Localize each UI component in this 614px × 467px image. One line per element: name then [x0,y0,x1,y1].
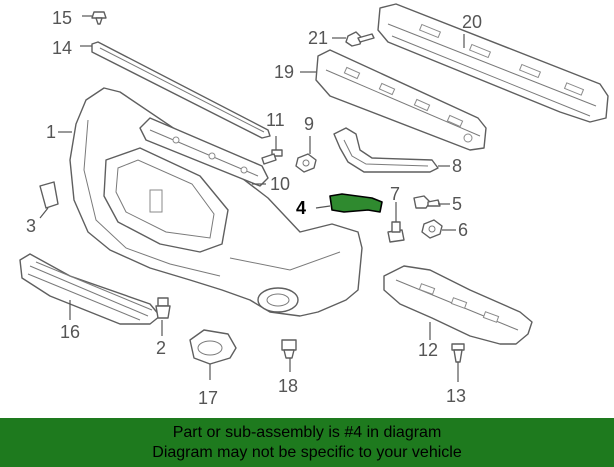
part-21-bolt [345,31,375,47]
info-banner: Part or sub-assembly is #4 in diagram Di… [0,418,614,467]
banner-line-2: Diagram may not be specific to your vehi… [152,444,462,461]
part-5-bolt [413,195,441,209]
callout-3: 3 [26,216,36,236]
callout-13: 13 [446,386,466,406]
callout-21: 21 [308,28,328,48]
part-18-clip [281,339,297,359]
part-16-grille [19,253,161,325]
part-3-cap [39,181,59,209]
part-10-bracket [139,117,269,187]
part-14-strip [91,41,271,139]
banner-line-1: Part or sub-assembly is #4 in diagram [172,424,442,441]
part-13-clip [451,343,465,363]
part-6-nut [421,219,443,239]
callout-7: 7 [390,184,400,204]
callout-5: 5 [452,194,462,214]
part-1-bumper-cover [69,87,363,317]
part-11-screw [261,149,283,165]
callout-17: 17 [198,388,218,408]
part-15-clip [91,11,107,25]
callout-6: 6 [458,220,468,240]
callout-10: 10 [270,174,290,194]
callout-19: 19 [274,62,294,82]
leader-lines [39,15,465,382]
callout-9: 9 [304,114,314,134]
callout-15: 15 [52,8,72,28]
part-8-side-bracket [333,127,439,173]
callout-12: 12 [418,340,438,360]
part-4-highlighted [329,193,383,213]
callout-14: 14 [52,38,72,58]
part-17-bezel [189,329,237,365]
part-19-absorber [315,49,487,151]
callout-18: 18 [278,376,298,396]
part-12-undercover [383,265,533,345]
callout-20: 20 [462,12,482,32]
callout-11: 11 [266,110,285,130]
part-7-clip [387,221,405,243]
callout-8: 8 [452,156,462,176]
callout-4: 4 [296,198,306,218]
part-20-reinforcement [377,3,609,123]
parts-diagram: 15 14 1 21 20 19 11 9 10 8 3 4 7 5 6 16 … [19,3,609,408]
part-9-nut [295,153,317,173]
callout-2: 2 [156,338,166,358]
callout-16: 16 [60,322,80,342]
callout-1: 1 [46,122,56,142]
part-2-clip [155,297,171,319]
callouts: 15 14 1 21 20 19 11 9 10 8 3 4 7 5 6 16 … [26,8,482,408]
